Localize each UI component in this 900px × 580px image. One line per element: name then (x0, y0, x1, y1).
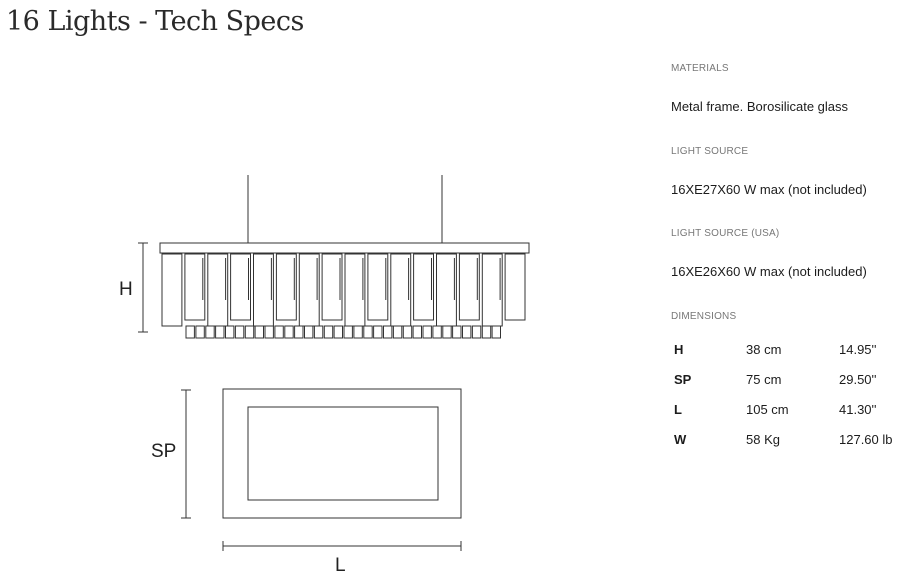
crystal-drop (234, 325, 245, 339)
light-source-usa-heading: LIGHT SOURCE (USA) (671, 228, 780, 239)
glass-rod (230, 253, 252, 321)
glass-rod (344, 253, 366, 327)
materials-heading: MATERIALS (671, 63, 729, 74)
outer-frame (222, 388, 462, 519)
crystal-drop (333, 325, 344, 339)
sp-dim-label: SP (151, 441, 176, 462)
dimension-imperial: 127.60 lb (839, 432, 893, 447)
crystal-drop (304, 325, 314, 339)
h-dim-label: H (119, 279, 133, 300)
l-dim-label: L (335, 555, 346, 576)
inner-frame (247, 406, 439, 501)
dimension-row-w: W 58 Kg 127.60 lb (671, 432, 900, 450)
glass-rod (253, 253, 274, 327)
glass-rod (436, 253, 457, 327)
crystal-drops (185, 325, 502, 339)
crystal-drop (294, 325, 304, 339)
glass-rod (390, 253, 412, 327)
crystal-drop (402, 325, 413, 339)
dimension-key: SP (674, 372, 692, 387)
glass-rod (413, 253, 435, 321)
crystal-drop (422, 325, 432, 339)
crystal-drop (373, 325, 383, 339)
crystal-drop (195, 325, 205, 339)
glass-rod (275, 253, 297, 321)
crystal-drop (254, 325, 265, 339)
dimension-key: H (674, 342, 684, 357)
dimension-imperial: 29.50'' (839, 372, 877, 387)
crystal-drop (274, 325, 284, 339)
dimension-imperial: 14.95'' (839, 342, 877, 357)
canopy-bar (159, 242, 530, 254)
crystal-drop (205, 325, 215, 339)
glass-rod (298, 253, 320, 327)
dimension-imperial: 41.30'' (839, 402, 877, 417)
glass-rod (161, 253, 183, 327)
crystal-drop (225, 325, 235, 339)
crystal-drop (462, 325, 472, 339)
crystal-drop (284, 325, 294, 339)
glass-rod (321, 253, 343, 321)
dimension-metric: 38 cm (746, 342, 782, 357)
crystal-drop (481, 325, 492, 339)
glass-rod (504, 253, 526, 321)
top-view (181, 388, 462, 551)
page-title: 16 Lights - Tech Specs (6, 6, 304, 37)
crystal-drop (323, 325, 334, 339)
light-source-usa-value: 16XE26X60 W max (not included) (671, 264, 867, 279)
dimension-row-h: H 38 cm 14.95'' (671, 342, 900, 360)
glass-rod (207, 253, 229, 327)
dimension-row-l: L 105 cm 41.30'' (671, 402, 900, 420)
glass-rod (184, 253, 206, 321)
crystal-drop (491, 325, 502, 339)
crystal-drop (353, 325, 363, 339)
dimensions-heading: DIMENSIONS (671, 311, 737, 322)
light-source-heading: LIGHT SOURCE (671, 146, 749, 157)
crystal-drop (383, 325, 393, 339)
crystal-drop (313, 325, 324, 339)
crystal-drop (432, 325, 442, 339)
crystal-drop (471, 325, 482, 339)
glass-rods (161, 253, 526, 327)
dimension-key: W (674, 432, 687, 447)
crystal-drop (442, 325, 452, 339)
crystal-drop (185, 325, 195, 339)
dimension-key: L (674, 402, 682, 417)
dimension-metric: 75 cm (746, 372, 782, 387)
glass-rod (367, 253, 389, 321)
crystal-drop (244, 325, 255, 339)
crystal-drop (412, 325, 423, 339)
glass-rod (481, 253, 503, 327)
glass-rod (458, 253, 480, 321)
front-view (138, 175, 530, 339)
crystal-drop (363, 325, 373, 339)
crystal-drop (452, 325, 462, 339)
technical-drawing: H SP L (119, 175, 530, 576)
crystal-drop (392, 325, 403, 339)
dimension-metric: 105 cm (746, 402, 789, 417)
materials-value: Metal frame. Borosilicate glass (671, 99, 849, 114)
dimension-metric: 58 Kg (746, 432, 780, 447)
crystal-drop (215, 325, 225, 339)
crystal-drop (343, 325, 353, 339)
dimension-row-sp: SP 75 cm 29.50'' (671, 372, 900, 390)
crystal-drop (264, 325, 274, 339)
light-source-value: 16XE27X60 W max (not included) (671, 182, 867, 197)
